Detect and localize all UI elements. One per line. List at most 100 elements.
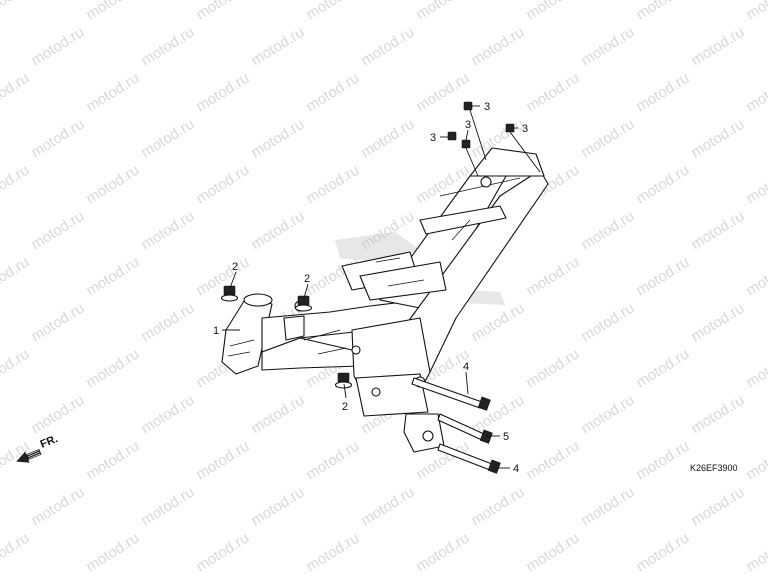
watermark-text: motod.ru <box>83 254 142 300</box>
watermark-text: motod.ru <box>83 70 142 116</box>
watermark-text: motod.ru <box>468 24 527 70</box>
callout-labels: 1 2 2 2 3 3 3 3 4 5 4 <box>213 101 528 475</box>
watermark-text: motod.ru <box>523 346 582 392</box>
direction-label: FR. <box>39 433 60 451</box>
callout-label: 3 <box>484 101 490 113</box>
watermark-text: motod.ru <box>28 392 87 438</box>
bolt-icon <box>437 413 493 444</box>
callout-label: 4 <box>513 463 519 475</box>
watermark-text: motod.ru <box>688 116 747 162</box>
watermark-text: motod.ru <box>0 0 32 23</box>
bolt-icon <box>411 377 491 411</box>
watermark-text: motod.ru <box>688 24 747 70</box>
watermark-text: motod.ru <box>248 484 307 530</box>
watermark-text: motod.ru <box>193 162 252 208</box>
watermark-text: motod.ru <box>578 392 637 438</box>
watermark-text: motod.ru <box>468 484 527 530</box>
callout-label: 2 <box>304 273 310 285</box>
watermark-text: motod.ru <box>83 438 142 484</box>
watermark-text: motod.ru <box>743 530 768 576</box>
watermark-text: motod.ru <box>138 24 197 70</box>
watermark-text: motod.ru <box>578 484 637 530</box>
callout-label: 3 <box>465 119 471 131</box>
watermark-text: motod.ru <box>743 438 768 484</box>
watermark-text: motod.ru <box>358 24 417 70</box>
callout-label: 5 <box>503 431 509 443</box>
watermark-text: motod.ru <box>0 162 32 208</box>
nut-icon <box>461 139 471 149</box>
bolt-icon <box>437 443 501 474</box>
watermark-text: motod.ru <box>688 208 747 254</box>
watermark-text: motod.ru <box>248 24 307 70</box>
watermark-text: motod.ru <box>413 70 472 116</box>
watermark-text: motod.ru <box>523 254 582 300</box>
flange-nut-icon <box>334 372 353 389</box>
callout-label: 2 <box>342 401 348 413</box>
watermark-text: motod.ru <box>578 208 637 254</box>
watermark-text: motod.ru <box>303 530 362 576</box>
watermark-text: motod.ru <box>523 70 582 116</box>
nut-icon <box>505 123 515 133</box>
watermark-text: motod.ru <box>303 0 362 23</box>
watermark-text: motod.ru <box>0 254 32 300</box>
flange-nut-icon <box>220 285 239 302</box>
nut-icon <box>463 101 473 111</box>
watermark-text: motod.ru <box>0 530 32 576</box>
watermark-text: motod.ru <box>633 438 692 484</box>
watermark-text: motod.ru <box>193 0 252 23</box>
watermark-text: motod.ru <box>138 116 197 162</box>
watermark-text: motod.ru <box>83 0 142 23</box>
watermark-text: motod.ru <box>138 300 197 346</box>
watermark-text: motod.ru <box>633 70 692 116</box>
watermark-text: motod.ru <box>578 300 637 346</box>
nut-icon <box>447 131 457 141</box>
watermark-text: motod.ru <box>83 530 142 576</box>
watermark-text: motod.ru <box>358 116 417 162</box>
watermark-text: motod.ru <box>688 300 747 346</box>
watermark-text: motod.ru <box>303 162 362 208</box>
watermark-text: motod.ru <box>578 24 637 70</box>
watermark-text: motod.ru <box>743 346 768 392</box>
callout-label: 4 <box>463 361 469 373</box>
watermark-text: motod.ru <box>193 530 252 576</box>
frame-body <box>221 147 549 453</box>
watermark-text: motod.ru <box>0 70 32 116</box>
watermark-text: motod.ru <box>578 116 637 162</box>
watermark-text: motod.ru <box>303 70 362 116</box>
watermark-text: motod.ru <box>743 162 768 208</box>
watermark-text: motod.ru <box>193 70 252 116</box>
watermark-text: motod.ru <box>28 24 87 70</box>
watermark-text: motod.ru <box>0 346 32 392</box>
watermark-text: motod.ru <box>83 346 142 392</box>
diagram-code: K26EF3900 <box>690 463 738 473</box>
watermark-text: motod.ru <box>138 392 197 438</box>
watermark-text: motod.ru <box>743 70 768 116</box>
watermark-text: motod.ru <box>688 392 747 438</box>
watermark-text: motod.ru <box>633 0 692 23</box>
watermark-text: motod.ru <box>523 438 582 484</box>
callout-label: 2 <box>232 261 238 273</box>
watermark-text: motod.ru <box>248 208 307 254</box>
watermark-text: motod.ru <box>138 208 197 254</box>
watermark-text: motod.ru <box>28 300 87 346</box>
watermark-text: motod.ru <box>303 438 362 484</box>
watermark-text: motod.ru <box>193 254 252 300</box>
watermark-text: motod.ru <box>28 208 87 254</box>
leader-lines <box>222 105 541 469</box>
watermark-text: motod.ru <box>248 392 307 438</box>
watermark-text: motod.ru <box>28 484 87 530</box>
watermark-text: motod.ru <box>138 484 197 530</box>
watermark-text: motod.ru <box>523 0 582 23</box>
watermark-text: motod.ru <box>743 0 768 23</box>
callout-label: 3 <box>430 132 436 144</box>
callout-label: 3 <box>522 123 528 135</box>
watermark-text: motod.ru <box>633 162 692 208</box>
watermark-text: motod.ru <box>358 484 417 530</box>
fasteners <box>220 101 515 474</box>
watermark-text: motod.ru <box>248 116 307 162</box>
watermark-text: motod.ru <box>413 0 472 23</box>
watermark-text: motod.ru <box>193 438 252 484</box>
watermark-text: motod.ru <box>28 116 87 162</box>
